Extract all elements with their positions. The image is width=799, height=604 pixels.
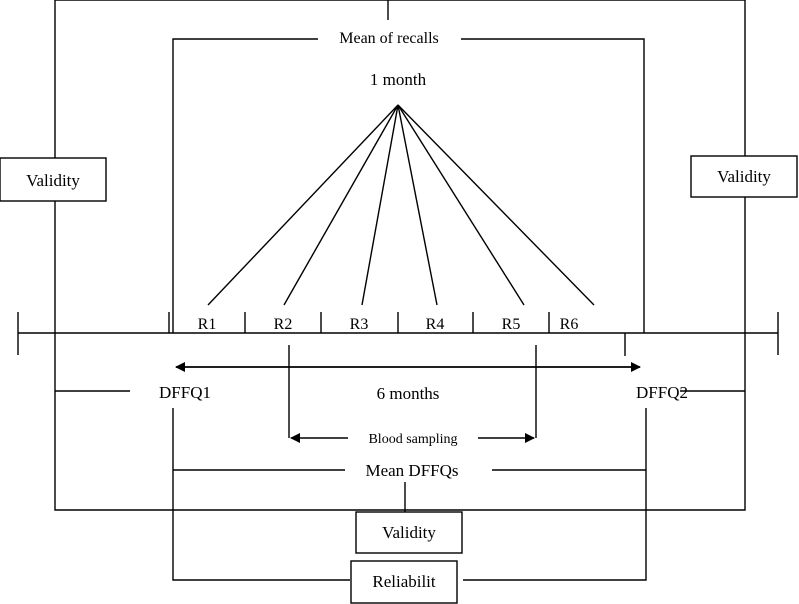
one-month-label: 1 month [370,70,427,89]
fan-line-r1 [207,104,399,306]
mean-of-recalls-label: Mean of recalls [339,30,439,47]
mean-dffqs-label: Mean DFFQs [365,461,458,480]
recall-label-r4: R4 [426,316,445,333]
fan-line-r5 [397,104,525,306]
six-months-label: 6 months [377,384,440,403]
validity-right-box [690,155,798,198]
validity-bottom-box [355,511,463,554]
recall-label-r5: R5 [502,316,521,333]
reliability-box [350,560,458,604]
validity-left-label: Validity [26,171,80,190]
fan-line-r3 [361,104,399,306]
validity-left-box [0,157,107,202]
recall-label-r3: R3 [350,316,369,333]
fan-line-r2 [283,104,399,306]
reliability-label: Reliabilit [372,572,436,591]
fan-line-r6 [397,104,595,306]
recall-label-r6: R6 [560,316,579,333]
recall-fan-lines [207,104,595,306]
dffq1-label: DFFQ1 [159,383,211,402]
recall-label-r2: R2 [274,316,293,333]
recalls-bracket-left [172,38,318,333]
recall-label-r1: R1 [198,316,217,333]
reliability-bracket-right [463,408,647,581]
outer-validity-frame [54,0,746,511]
reliability-bracket-left [172,408,350,581]
blood-sampling-label: Blood sampling [368,432,457,447]
validity-bottom-label: Validity [382,523,436,542]
fan-line-r4 [397,104,438,306]
recall-ticks [168,312,626,356]
recalls-bracket-right [461,38,645,333]
dffq2-label: DFFQ2 [636,383,688,402]
recall-labels: R1 R2 R3 R4 R5 R6 [198,316,579,333]
validity-right-label: Validity [717,167,771,186]
